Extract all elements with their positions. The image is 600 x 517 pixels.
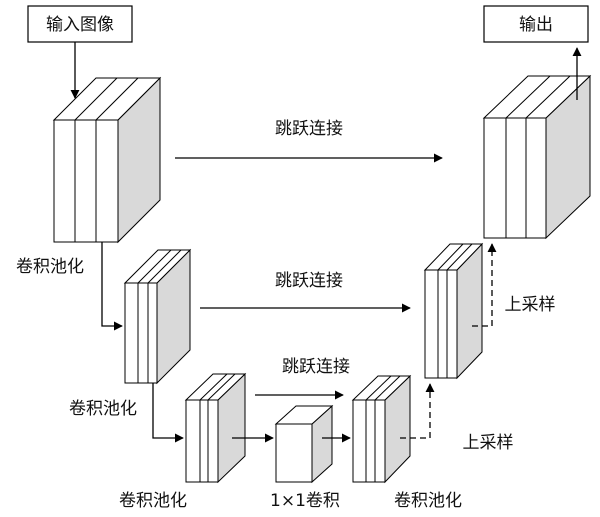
conv-pool-label-2: 卷积池化: [69, 399, 137, 419]
conv-pool-label-3: 卷积池化: [119, 491, 187, 511]
encoder-block-3: [184, 372, 247, 484]
bottleneck-block: [274, 404, 334, 484]
upsample-label-2: 上采样: [505, 295, 556, 315]
skip-connection-label-2: 跳跃连接: [275, 271, 343, 291]
skip-connection-label-3: 跳跃连接: [282, 357, 350, 377]
output-box: 输出: [483, 5, 589, 43]
conv-pool-label-4: 卷积池化: [394, 491, 462, 511]
decoder-block-3: [351, 374, 412, 484]
conv-pool-label-1: 卷积池化: [16, 257, 84, 277]
down-arrow-2: [152, 383, 184, 443]
output-label: 输出: [519, 15, 553, 35]
bottleneck-label: 1×1卷积: [270, 491, 340, 511]
skip-connection-label-1: 跳跃连接: [275, 119, 343, 139]
encoder-block-1: [52, 76, 162, 244]
down-arrow-1: [101, 242, 123, 331]
input-image-label: 输入图像: [46, 15, 114, 35]
upsample-label-1: 上采样: [463, 433, 514, 453]
decoder-block-2: [423, 242, 484, 380]
encoder-block-2: [123, 248, 192, 385]
decoder-block-1: [482, 74, 592, 240]
input-image-box: 输入图像: [27, 5, 133, 43]
